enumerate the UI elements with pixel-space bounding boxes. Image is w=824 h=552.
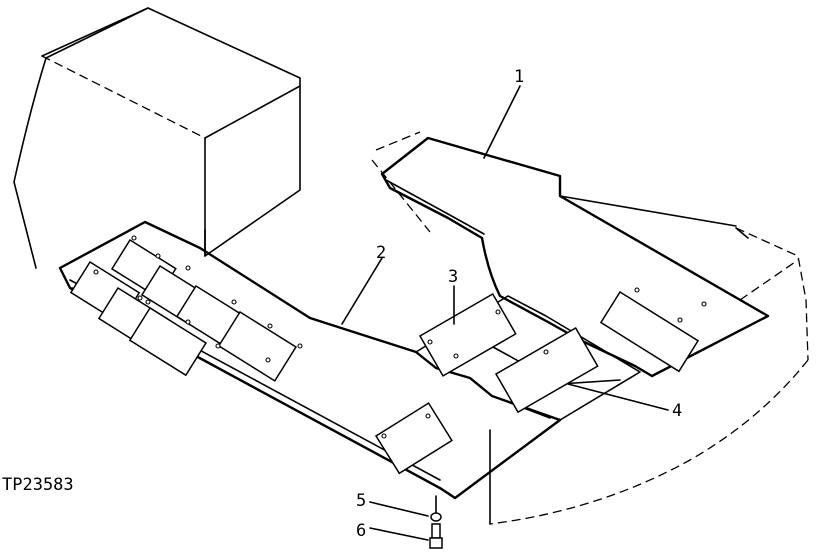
access-cover-upper-right bbox=[599, 290, 700, 373]
washer bbox=[430, 512, 442, 522]
callout-2: 2 bbox=[376, 243, 386, 263]
upper-floor-plate bbox=[371, 131, 770, 378]
callout-5: 5 bbox=[356, 491, 366, 511]
callout-3: 3 bbox=[448, 267, 458, 287]
bolt-head bbox=[429, 537, 443, 549]
bolt-shank bbox=[431, 523, 441, 539]
right-housing-outline bbox=[489, 227, 809, 525]
access-cover-left-5 bbox=[128, 306, 208, 377]
callout-1: 1 bbox=[514, 67, 524, 87]
callout-4: 4 bbox=[672, 401, 682, 421]
leader-lines bbox=[341, 85, 669, 541]
access-cover-center-4 bbox=[494, 326, 599, 414]
fasteners bbox=[429, 495, 443, 549]
main-floor-plate bbox=[58, 220, 641, 500]
access-cover-left-7 bbox=[217, 310, 298, 382]
access-cover-lower bbox=[374, 402, 453, 475]
figure-id: TP23583 bbox=[2, 475, 74, 495]
callout-6: 6 bbox=[356, 521, 366, 541]
access-cover-center-3 bbox=[418, 292, 517, 377]
